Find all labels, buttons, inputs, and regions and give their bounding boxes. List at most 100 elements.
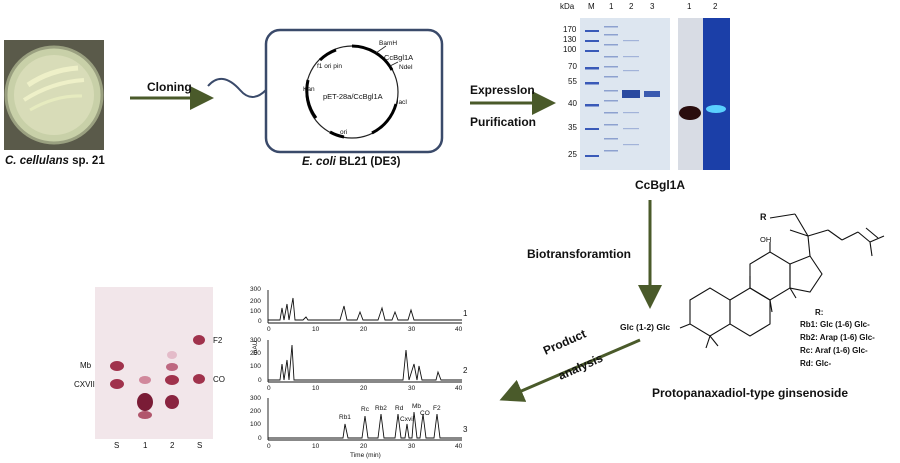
hplc-p2-ytick-200: 200 [250, 350, 261, 357]
plasmid-map [305, 44, 399, 139]
hplc-peak-rc: Rc [361, 406, 369, 413]
plasmid-box [264, 28, 444, 154]
hplc-trace-1: 1 [463, 309, 468, 318]
plasmid-f1-origin: f1 ori pin [317, 63, 342, 70]
gel-caption: CcBgl1A [635, 178, 686, 192]
expression-label: Expresslon [470, 83, 535, 97]
plasmid-kan: Kan [303, 86, 315, 93]
blot-lane-1: 1 [687, 2, 692, 11]
hplc-p3-xtick-30: 30 [408, 443, 416, 450]
tlc-lane-2: 2 [170, 441, 175, 450]
molecule-r-label: R [760, 212, 767, 222]
gel-marker-130: 130 [563, 35, 577, 44]
hplc-trace-2: 2 [463, 366, 468, 375]
hplc-p2-xtick-0: 0 [267, 385, 271, 392]
molecule-glc-label: Glc (1-2) Glc [620, 322, 671, 332]
blot-lane-2: 2 [713, 2, 718, 11]
blot-strips [678, 18, 730, 170]
plasmid-site-ndei: NdeI [399, 64, 413, 71]
tlc-label-cxvii: CXVII [74, 380, 95, 389]
hplc-peak-mb: Mb [412, 403, 422, 410]
plasmid-host: E. coli [302, 156, 336, 168]
gel-marker-40: 40 [568, 99, 577, 108]
gel-lane-2: 2 [629, 2, 634, 11]
molecule-sub-rb2: Rb2: Arap (1-6) Glc- [800, 333, 875, 342]
hplc-p1-xtick-30: 30 [408, 326, 416, 333]
hplc-p2-ytick-0: 0 [258, 377, 262, 384]
gel-lane-1: 1 [609, 2, 614, 11]
tlc-label-f2: F2 [213, 336, 223, 345]
connector-curve [207, 78, 267, 98]
hplc-p2-xtick-30: 30 [408, 385, 416, 392]
hplc-chromatograms [267, 290, 462, 441]
hplc-p1-xtick-0: 0 [267, 326, 271, 333]
gel-marker-170: 170 [563, 25, 577, 34]
tlc-label-co: CO [213, 375, 225, 384]
cloning-label: Cloning [147, 80, 192, 94]
hplc-x-label: Time (min) [350, 452, 381, 459]
hplc-p2-ytick-300: 300 [250, 337, 261, 344]
gel-marker-100: 100 [563, 45, 577, 54]
hplc-peak-f2: F2 [433, 405, 441, 412]
hplc-p3-xtick-40: 40 [455, 443, 463, 450]
sds-page-gel [580, 18, 670, 170]
hplc-p3-ytick-300: 300 [250, 395, 261, 402]
hplc-p3-xtick-10: 10 [312, 443, 320, 450]
tlc-lane-1: 1 [143, 441, 148, 450]
hplc-p2-xtick-40: 40 [455, 385, 463, 392]
plasmid-gene: CcBgl1A [384, 53, 414, 62]
plasmid-ori: ori [340, 129, 348, 136]
molecule-sub-rb1: Rb1: Glc (1-6) Glc- [800, 320, 870, 329]
hplc-p3-xtick-0: 0 [267, 443, 271, 450]
tlc-plate [95, 287, 213, 439]
product-analysis-arrow [499, 338, 641, 402]
hplc-peak-rb1: Rb1 [339, 414, 351, 421]
petri-caption: C. cellulans sp. 21 [5, 155, 105, 167]
gel-lane-m: M [588, 2, 595, 11]
hplc-p3-ytick-200: 200 [250, 408, 261, 415]
hplc-p1-xtick-40: 40 [455, 326, 463, 333]
plasmid-strain: BL21 (DE3) [339, 156, 401, 168]
hplc-peak-co: CO [420, 410, 430, 417]
gel-marker-25: 25 [568, 150, 577, 159]
molecule-sub-rd: Rd: Glc- [800, 359, 832, 368]
hplc-p1-ytick-100: 100 [250, 308, 261, 315]
hplc-peak-cxvii: Cxvii [400, 416, 415, 423]
hplc-p1-ytick-300: 300 [250, 286, 261, 293]
gel-lane-3: 3 [650, 2, 655, 11]
tlc-lane-s1: S [114, 441, 120, 450]
hplc-p2-ytick-100: 100 [250, 363, 261, 370]
petri-strain: sp. 21 [72, 155, 105, 167]
hplc-p2-xtick-20: 20 [360, 385, 368, 392]
hplc-p1-xtick-10: 10 [312, 326, 320, 333]
tlc-label-mb: Mb [80, 361, 92, 370]
gel-marker-35: 35 [568, 123, 577, 132]
plasmid-caption: E. coli BL21 (DE3) [302, 156, 400, 168]
molecule-caption: Protopanaxadiol-type ginsenoside [652, 386, 849, 400]
molecule-r-heading: R: [815, 308, 824, 317]
hplc-p1-ytick-200: 200 [250, 298, 261, 305]
tlc-lane-s2: S [197, 441, 203, 450]
plasmid-name: pET-28a/CcBgl1A [323, 92, 383, 101]
hplc-p3-xtick-20: 20 [360, 443, 368, 450]
gel-marker-70: 70 [568, 62, 577, 71]
plasmid-site-bamh: BamH [379, 40, 398, 47]
petri-species: C. cellulans [5, 155, 69, 167]
ginsenoside-structure [679, 213, 885, 349]
hplc-p1-ytick-0: 0 [258, 318, 262, 325]
hplc-trace-3: 3 [463, 425, 468, 434]
biotransformation-label: Biotransforamtion [527, 247, 632, 261]
gel-kda-label: kDa [560, 2, 575, 11]
purification-label: Purification [470, 115, 537, 129]
hplc-peak-rd: Rd [395, 405, 404, 412]
gel-marker-55: 55 [568, 77, 577, 86]
hplc-p2-xtick-10: 10 [312, 385, 320, 392]
petri-dish-image [4, 40, 104, 150]
hplc-p3-ytick-100: 100 [250, 421, 261, 428]
plasmid-laci: lacI [397, 99, 408, 106]
hplc-p3-ytick-0: 0 [258, 435, 262, 442]
molecule-oh-label: OH [760, 235, 772, 244]
hplc-peak-rb2: Rb2 [375, 405, 387, 412]
molecule-sub-rc: Rc: Araf (1-6) Glc- [800, 346, 868, 355]
